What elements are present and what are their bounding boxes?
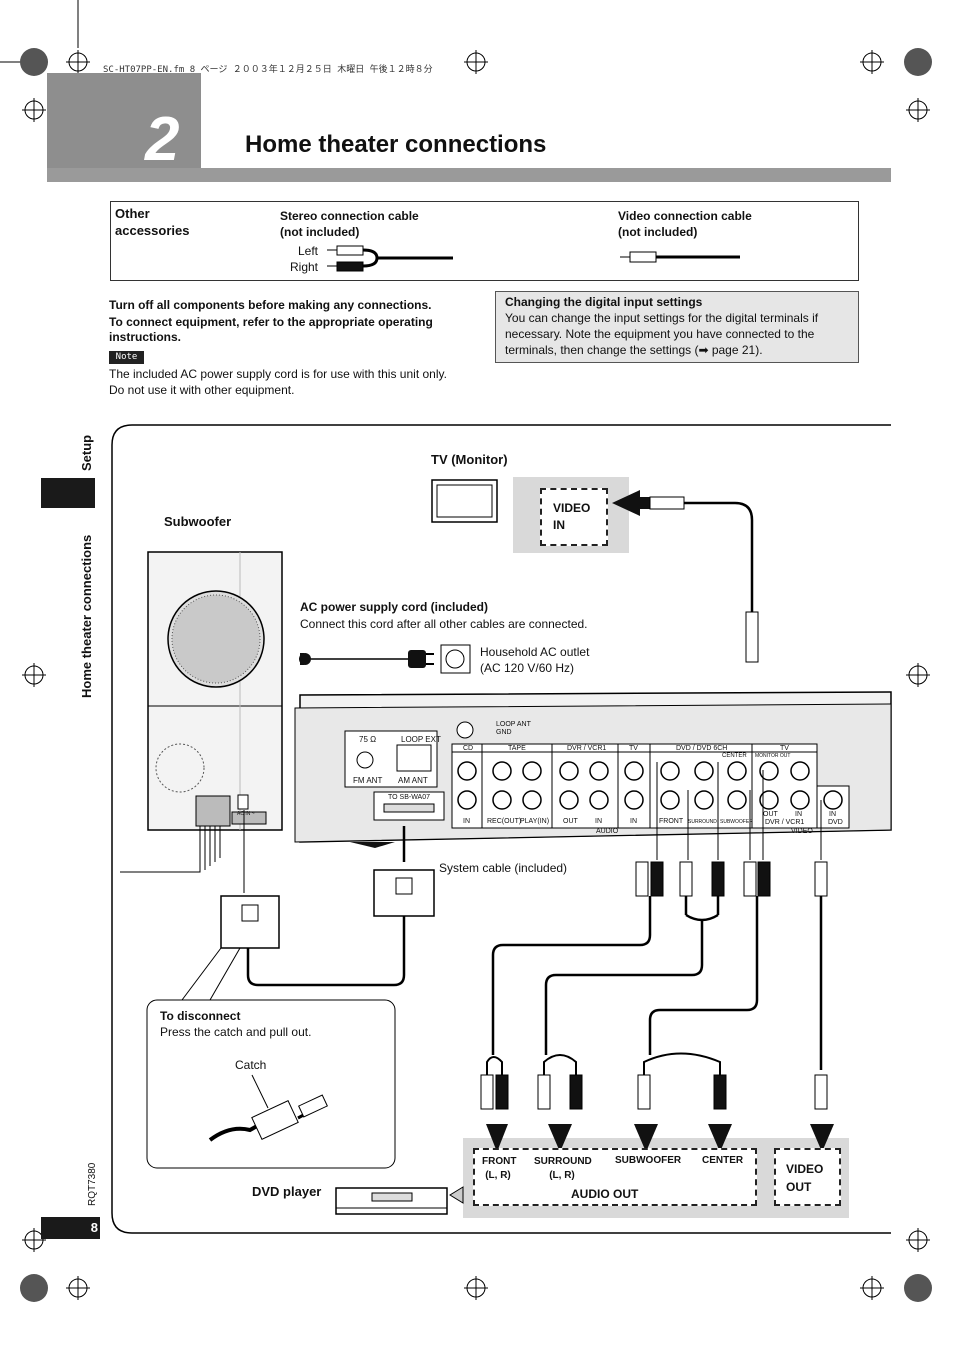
- tv-label: TV (Monitor): [431, 452, 508, 467]
- panel-dvd: DVD: [828, 819, 843, 826]
- video-cable-label: Video connection cable (not included): [618, 209, 752, 239]
- out-front: FRONT (L, R): [482, 1156, 517, 1181]
- panel-monitor-out: MONITOR OUT: [755, 753, 791, 759]
- page-title: Home theater connections: [245, 131, 547, 158]
- ac-cord-note: Connect this cord after all other cables…: [300, 617, 588, 631]
- panel-sub-3: OUT: [563, 818, 578, 825]
- instruction-line1: Turn off all components before making an…: [109, 298, 432, 312]
- system-cable-label: System cable (included): [439, 861, 568, 875]
- digital-settings-box: [495, 291, 859, 363]
- video-out-box: [774, 1148, 841, 1206]
- dvd-player-icon: [335, 1186, 464, 1215]
- panel-group-dvr: DVR / VCR1: [567, 745, 607, 752]
- outlet-label: Household AC outlet (AC 120 V/60 Hz): [480, 645, 590, 675]
- panel-loop-gnd: LOOP ANT GND: [496, 721, 531, 736]
- header-band: [47, 168, 891, 182]
- panel-sub-7: SURROUND: [688, 819, 717, 825]
- panel-group-tv: TV: [629, 745, 638, 752]
- subwoofer-label: Subwoofer: [164, 514, 232, 529]
- panel-sub-0: IN: [463, 818, 470, 825]
- panel-video: VIDEO: [791, 828, 813, 835]
- disconnect-text: Press the catch and pull out.: [160, 1025, 312, 1039]
- print-header: SC-HT07PP-EN.fm 8 ページ ２００３年１２月２５日 木曜日 午後…: [103, 65, 433, 75]
- panel-sub-1: REC(OUT): [487, 818, 522, 825]
- out-center: CENTER: [702, 1155, 744, 1166]
- panel-to-sb: TO SB-WA07: [388, 794, 431, 801]
- chapter-number-box: [47, 73, 201, 182]
- panel-group-tv2: TV: [780, 745, 789, 752]
- note-line1: The included AC power supply cord is for…: [109, 367, 447, 381]
- note-line2: Do not use it with other equipment.: [109, 383, 295, 397]
- catch-label: Catch: [235, 1058, 267, 1072]
- video-cable-icon: [620, 251, 740, 263]
- panel-loop-ext: LOOP EXT: [401, 735, 441, 744]
- subwoofer-icon: [147, 551, 283, 831]
- main-unit-rear-panel: [294, 691, 892, 848]
- tv-icon: [431, 479, 498, 523]
- out-surround: SURROUND (L, R): [534, 1156, 592, 1181]
- ac-cord-title: AC power supply cord (included): [300, 600, 489, 614]
- video-in-box: [540, 488, 608, 546]
- instruction-line3: instructions.: [109, 330, 182, 344]
- panel-sub-8: SUBWOOFER: [720, 819, 753, 825]
- panel-ac-in: AC IN ~: [237, 811, 255, 817]
- panel-sub-9: OUT: [763, 811, 778, 818]
- digital-settings-line1: You can change the input settings for th…: [505, 311, 819, 325]
- video-in-label: VIDEO IN: [553, 501, 591, 532]
- stereo-cable-label: Stereo connection cable (not included): [280, 209, 419, 239]
- panel-fm-ohm: 75 Ω: [359, 735, 377, 744]
- audio-out-label: AUDIO OUT: [571, 1187, 639, 1201]
- right-label: Right: [290, 260, 319, 274]
- panel-sub-4: IN: [595, 818, 602, 825]
- panel-sub-10: IN: [795, 811, 802, 818]
- panel-group-dvd: DVD / DVD 6CH: [676, 745, 728, 752]
- panel-group-tape: TAPE: [508, 745, 526, 752]
- panel-sub-2: PLAY(IN): [520, 818, 550, 825]
- panel-am-ant: AM ANT: [398, 776, 428, 785]
- panel-fm-ant: FM ANT: [353, 776, 383, 785]
- page-number: 8: [41, 1217, 100, 1239]
- panel-sub-5: IN: [630, 818, 637, 825]
- stereo-cable-icon: [327, 245, 453, 272]
- dvd-player-label: DVD player: [252, 1184, 322, 1199]
- panel-sub-11: IN: [829, 811, 836, 818]
- panel-sub-6: FRONT: [659, 818, 684, 825]
- disconnect-title: To disconnect: [160, 1009, 241, 1023]
- video-out-label: VIDEO OUT: [786, 1162, 824, 1194]
- instruction-line2: To connect equipment, refer to the appro…: [109, 315, 433, 329]
- out-subwoofer: SUBWOOFER: [615, 1155, 682, 1166]
- note-tag: Note: [109, 351, 144, 364]
- panel-audio: AUDIO: [596, 828, 619, 835]
- left-label: Left: [298, 244, 319, 258]
- chapter-number: 2: [145, 105, 180, 174]
- panel-dvr-vcr1: DVR / VCR1: [765, 819, 805, 826]
- panel-center: CENTER: [722, 753, 747, 759]
- digital-settings-heading: Changing the digital input settings: [505, 295, 703, 309]
- accessories-box: [110, 201, 859, 281]
- accessories-heading: Other accessories: [115, 206, 190, 238]
- panel-group-cd: CD: [463, 745, 474, 752]
- sidebar-marker: [41, 478, 95, 508]
- digital-settings-line2: necessary. Note the equipment you have c…: [505, 327, 815, 341]
- audio-out-box: [473, 1148, 757, 1206]
- digital-settings-line3: terminals, then change the settings (➡ p…: [505, 343, 763, 357]
